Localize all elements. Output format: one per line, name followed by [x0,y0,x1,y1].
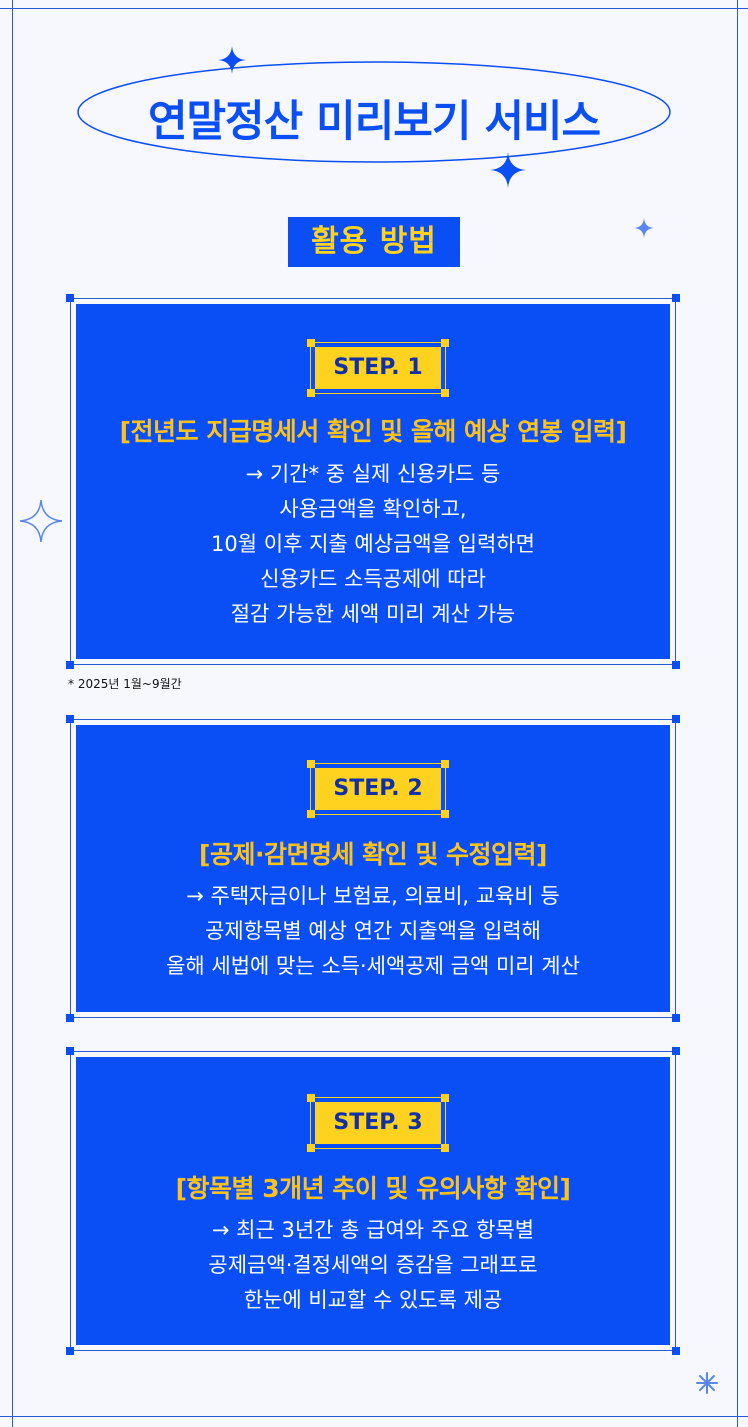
step-description-line: → 최근 3년간 총 급여와 주요 항목별 [211,1218,535,1242]
asterisk-icon [696,1372,718,1394]
step-description: → 최근 3년간 총 급여와 주요 항목별 공제금액·결정세액의 증감을 그래프… [76,1213,670,1318]
step-description-line: 올해 세법에 맞는 소득·세액공제 금액 미리 계산 [166,954,580,978]
step-description-line: 공제항목별 예상 연간 지출액을 입력해 [205,919,541,943]
step-description-line: 사용금액을 확인하고, [279,497,467,521]
step-badge-label: STEP. 1 [315,347,441,389]
frame-line-right [737,0,738,1427]
step-badge: STEP. 1 [307,339,449,397]
title-ellipse [77,61,671,163]
title-banner: 연말정산 미리보기 서비스 [76,60,672,170]
step-badge: STEP. 2 [307,760,449,818]
frame-line-bottom [0,1416,748,1417]
sparkle-icon [634,218,654,238]
frame-line-top [0,8,748,9]
usage-method-label: 활용 방법 [288,217,460,267]
step-heading: [전년도 지급명세서 확인 및 올해 예상 연봉 입력] [119,417,627,446]
step-card-body: STEP. 2 [공제·감면명세 확인 및 수정입력] → 주택자금이나 보험료… [76,725,670,1012]
step-description-line: → 기간* 중 실제 신용카드 등 [245,462,501,486]
step-badge: STEP. 3 [307,1094,449,1152]
step-description-line: 공제금액·결정세액의 증감을 그래프로 [208,1253,538,1277]
sparkle-icon [218,46,246,74]
step-card-body: STEP. 3 [항목별 3개년 추이 및 유의사항 확인] → 최근 3년간 … [76,1057,670,1345]
step-description-line: → 주택자금이나 보험료, 의료비, 교육비 등 [186,884,560,908]
step-heading: [항목별 3개년 추이 및 유의사항 확인] [175,1174,571,1203]
step-description: → 주택자금이나 보험료, 의료비, 교육비 등 공제항목별 예상 연간 지출액… [76,879,670,984]
step-card-body: STEP. 1 [전년도 지급명세서 확인 및 올해 예상 연봉 입력] → 기… [76,304,670,659]
step-description-line: 10월 이후 지출 예상금액을 입력하면 [211,532,535,556]
page-title: 연말정산 미리보기 서비스 [147,97,601,147]
sparkle-icon [20,500,62,542]
step-description-line: 절감 가능한 세액 미리 계산 가능 [230,602,516,626]
step-description-line: 신용카드 소득공제에 따라 [260,567,486,591]
step-card-1: STEP. 1 [전년도 지급명세서 확인 및 올해 예상 연봉 입력] → 기… [66,294,680,669]
step-description: → 기간* 중 실제 신용카드 등 사용금액을 확인하고, 10월 이후 지출 … [76,457,670,632]
step-heading: [공제·감면명세 확인 및 수정입력] [199,840,547,869]
step-description-line: 한눈에 비교할 수 있도록 제공 [243,1288,503,1312]
step-badge-label: STEP. 3 [315,1102,441,1144]
step-card-2: STEP. 2 [공제·감면명세 확인 및 수정입력] → 주택자금이나 보험료… [66,715,680,1022]
frame-line-left [12,0,13,1427]
footnote: * 2025년 1월~9월간 [68,677,182,691]
sparkle-icon [490,152,526,188]
step-card-3: STEP. 3 [항목별 3개년 추이 및 유의사항 확인] → 최근 3년간 … [66,1047,680,1355]
step-badge-label: STEP. 2 [315,768,441,810]
